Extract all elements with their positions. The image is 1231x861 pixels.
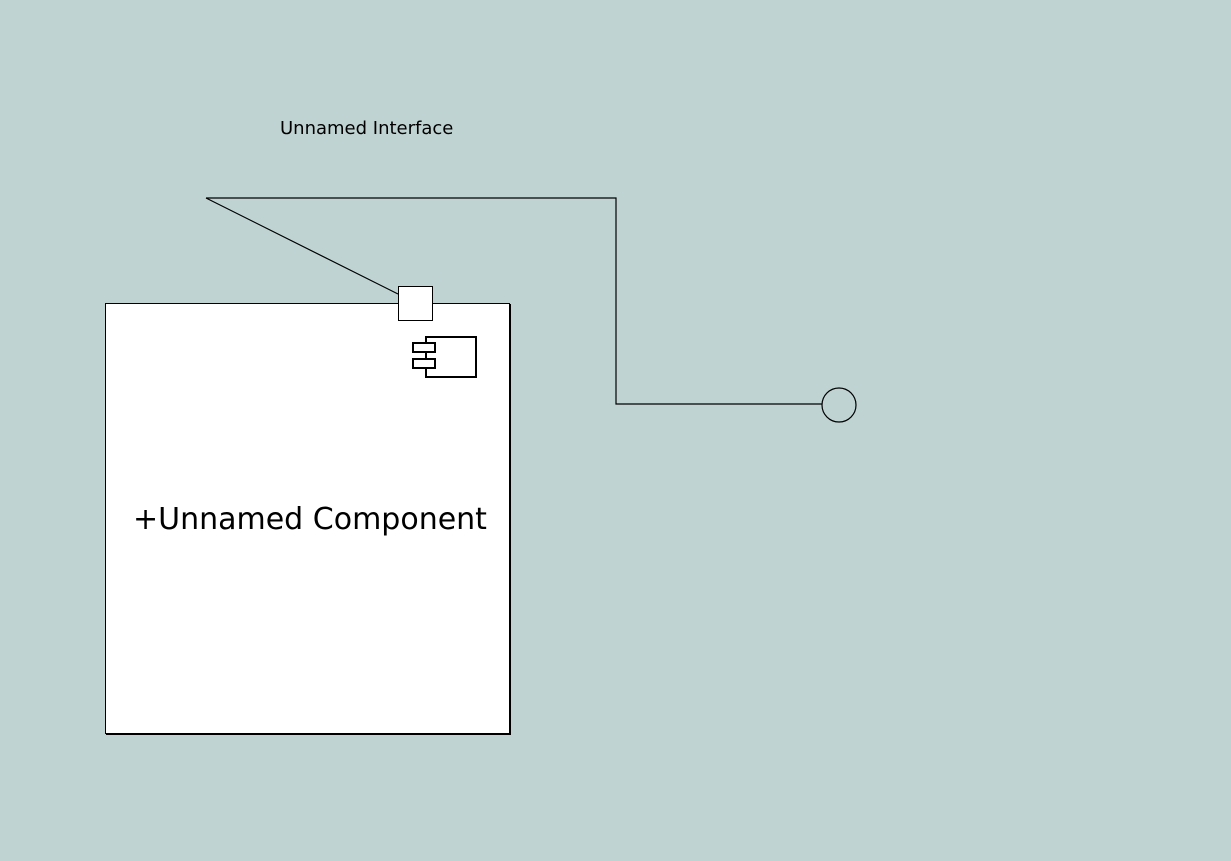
provided-interface-lollipop[interactable] (821, 387, 857, 423)
port-square[interactable] (398, 286, 433, 321)
component-name[interactable]: +Unnamed Component (133, 502, 487, 537)
component-icon (412, 336, 477, 378)
component-box[interactable]: +Unnamed Component (105, 303, 510, 734)
interface-connector-line[interactable] (206, 197, 822, 405)
interface-label[interactable]: Unnamed Interface (280, 118, 454, 139)
interface-label-leader-line[interactable] (205, 197, 399, 295)
